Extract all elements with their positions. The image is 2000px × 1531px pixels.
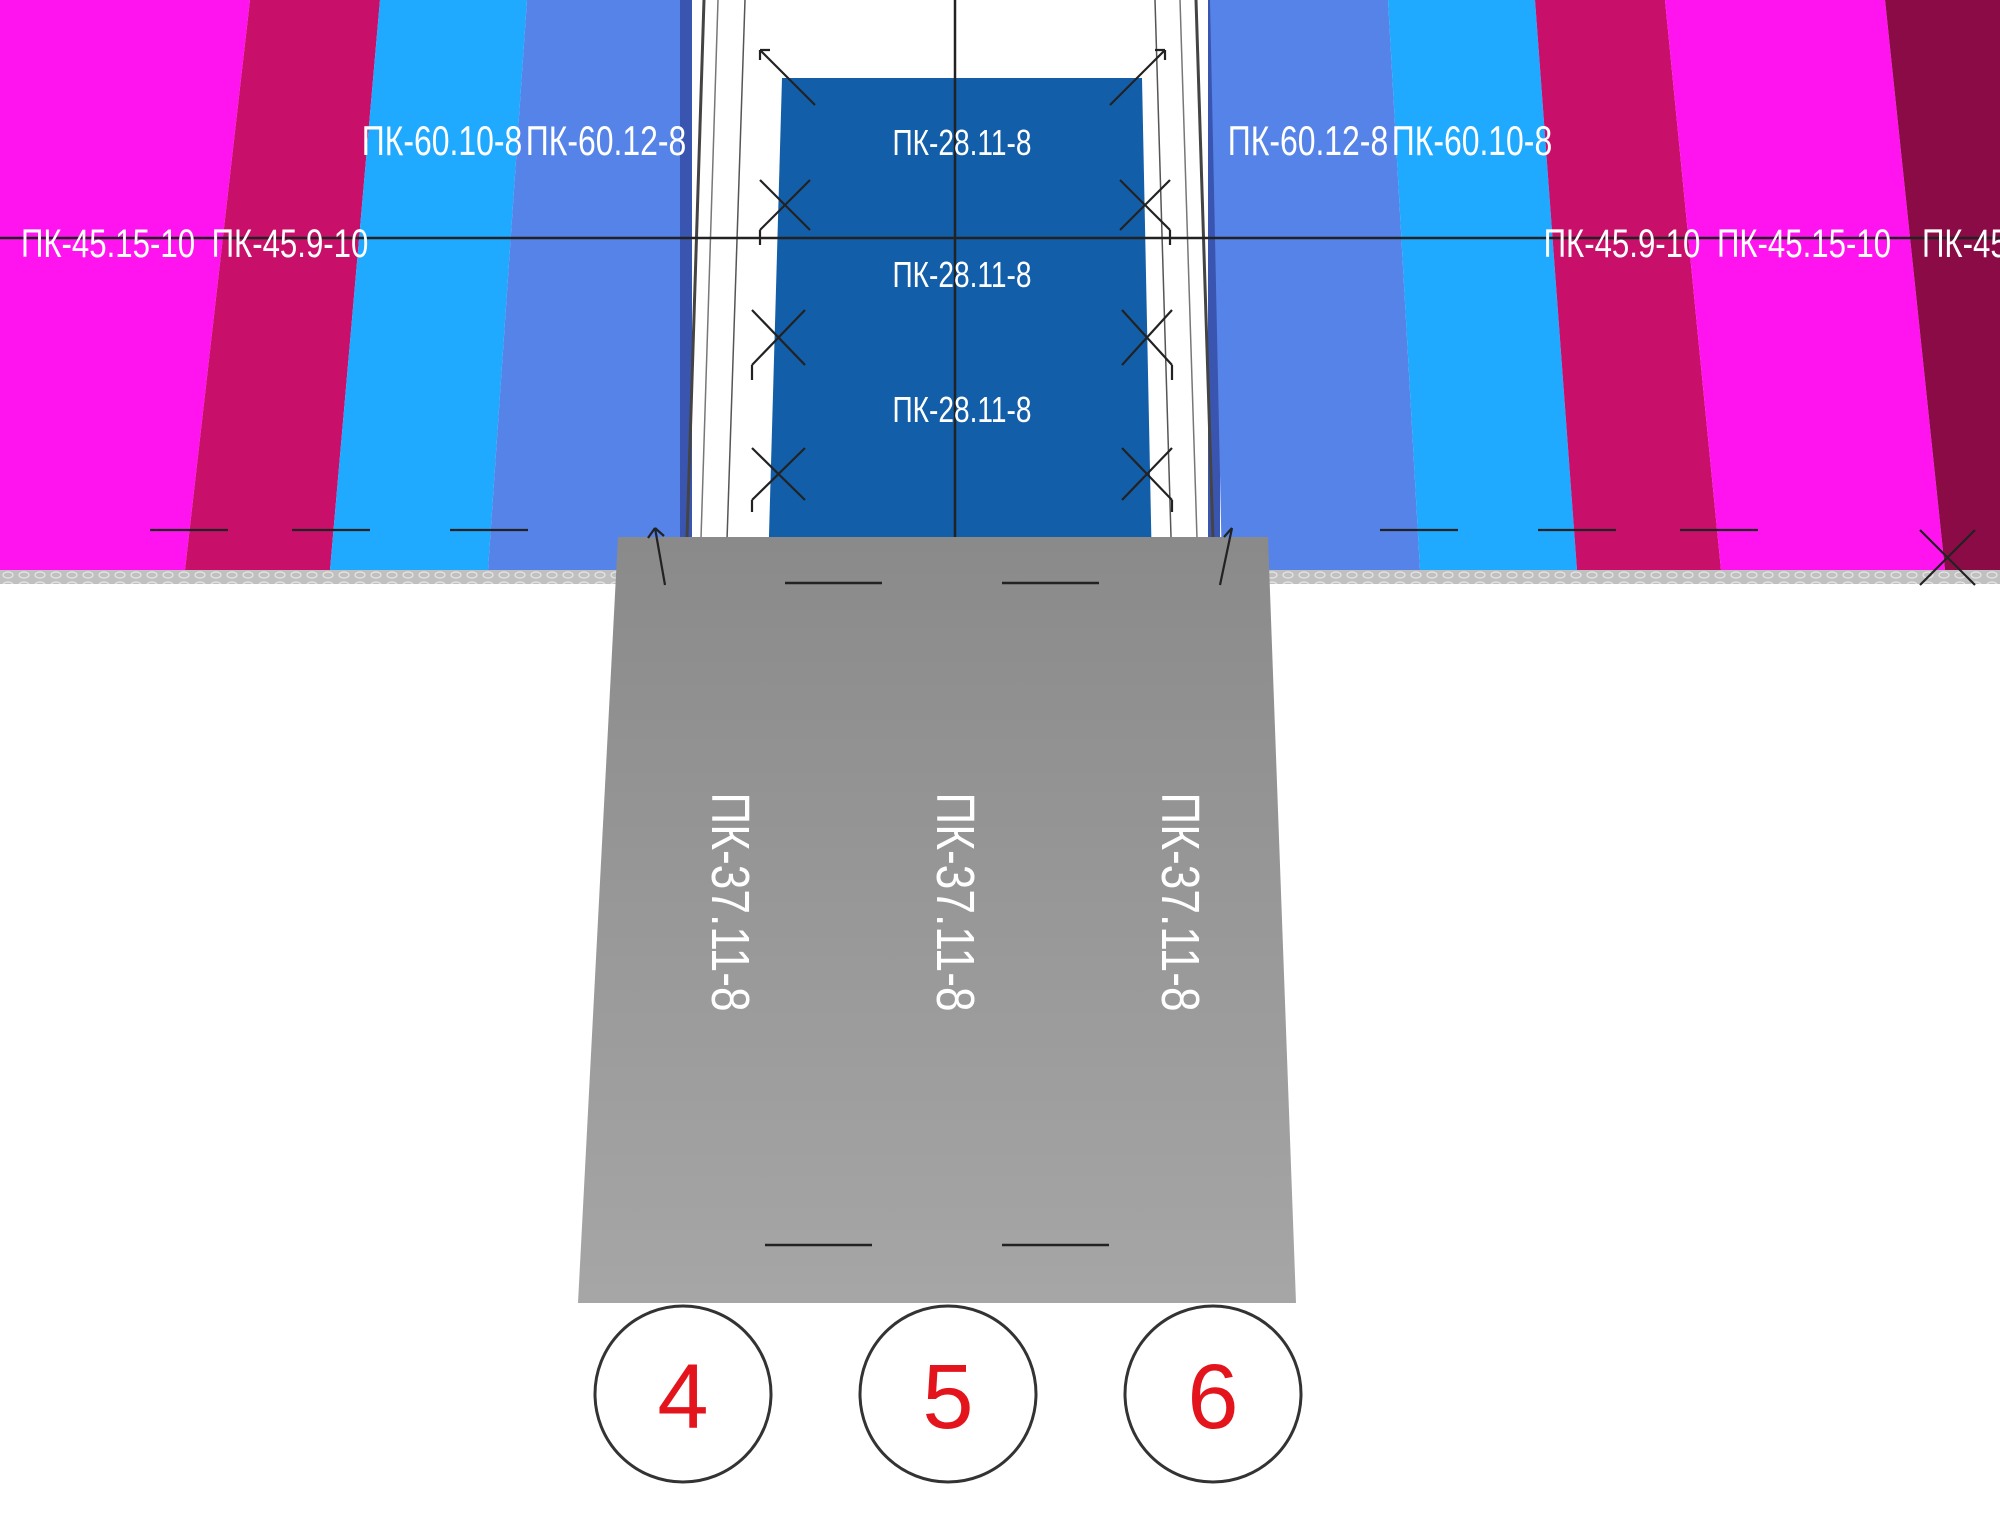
- left-panel-top-label: ПК-60.10-8: [362, 117, 522, 164]
- left-panel-top-label: ПК-60.12-8: [526, 117, 686, 164]
- axis-marker-circle: [858, 1304, 1038, 1484]
- cross-mark: [750, 447, 806, 512]
- right-panel-periwinkle: [1210, 0, 1420, 570]
- right-panel-lower-label: ПК-45.: [1922, 221, 2000, 266]
- left-panel-cyan: [330, 0, 527, 570]
- center-band-rail: [699, 0, 719, 571]
- lower-gray-slab: [578, 537, 1296, 1303]
- lower-slab-label: ПК-37.11-8: [700, 792, 760, 1011]
- center-band-rail: [1154, 0, 1173, 571]
- left-panel-group: [0, 0, 700, 570]
- cross-mark: [758, 48, 816, 106]
- lower-slab-tick: [1223, 527, 1233, 538]
- right-panel-top-label: ПК-60.12-8: [1228, 117, 1388, 164]
- axis-marker-number: 5: [922, 1346, 973, 1448]
- center-column-labels: ПК-28.11-8 ПК-28.11-8 ПК-28.11-8: [893, 123, 1032, 430]
- right-panel-magenta: [1665, 0, 1945, 570]
- center-slab-label: ПК-28.11-8: [893, 390, 1032, 430]
- cross-mark: [1109, 48, 1167, 106]
- right-panel-crimson: [1535, 0, 1721, 570]
- center-band-rail: [684, 0, 706, 571]
- lower-slab-group: ПК-37.11-8 ПК-37.11-8 ПК-37.11-8: [578, 527, 1296, 1303]
- cross-mark: [1119, 179, 1172, 245]
- cross-mark: [1121, 447, 1174, 512]
- axis-marker-circle: [1123, 1304, 1303, 1484]
- lower-slab-tick: [654, 527, 665, 537]
- center-blue-slab: [768, 78, 1152, 570]
- left-panel-lower-label: ПК-45.15-10: [21, 221, 195, 266]
- right-panel-cyan: [1388, 0, 1577, 570]
- right-panel-top-label: ПК-60.10-8: [1392, 117, 1552, 164]
- axis-marker-circle: [593, 1304, 773, 1484]
- lower-slab-label: ПК-37.11-8: [1150, 792, 1210, 1011]
- axis-marker-number: 4: [657, 1346, 708, 1448]
- cross-mark: [758, 179, 811, 245]
- center-band-rail: [1179, 0, 1199, 571]
- right-panel-maroon: [1885, 0, 2000, 570]
- center-band-rail: [725, 0, 746, 571]
- left-panel-crimson: [185, 0, 380, 570]
- center-slab-label: ПК-28.11-8: [893, 123, 1032, 163]
- lower-slab-label: ПК-37.11-8: [925, 792, 985, 1011]
- right-panel-group: [1208, 0, 2000, 570]
- lower-slab-tick: [1218, 527, 1234, 586]
- right-panel-lower-label: ПК-45.9-10: [1544, 221, 1701, 266]
- right-panel-labels: ПК-60.12-8 ПК-60.10-8 ПК-45.9-10 ПК-45.1…: [1228, 117, 2000, 266]
- left-panel-periwinkle: [488, 0, 700, 570]
- left-panel-lower-label: ПК-45.9-10: [212, 221, 369, 266]
- cross-mark: [750, 309, 806, 380]
- right-panel-lower-label: ПК-45.15-10: [1717, 221, 1891, 266]
- axis-marker-number: 6: [1187, 1346, 1238, 1448]
- left-panel-magenta: [0, 0, 250, 570]
- center-band-rail: [1194, 0, 1216, 571]
- left-panel-labels: ПК-45.15-10 ПК-45.9-10 ПК-60.10-8 ПК-60.…: [21, 117, 686, 266]
- cross-mark: [1919, 529, 1976, 586]
- cross-mark: [1121, 309, 1174, 380]
- lower-slab-tick: [647, 527, 656, 539]
- center-slab-label: ПК-28.11-8: [893, 255, 1032, 295]
- axis-markers: 4 5 6: [593, 1304, 1303, 1484]
- anchor-marks: [750, 48, 1976, 586]
- lower-slab-tick: [653, 527, 667, 586]
